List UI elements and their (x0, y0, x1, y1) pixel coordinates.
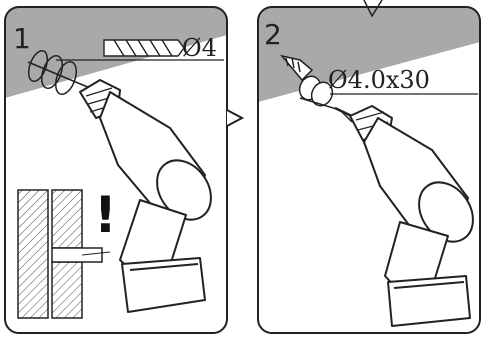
drill-diameter-label: Ø4 (182, 34, 217, 62)
warning-mark: ! (94, 186, 117, 244)
anchor-size-label: Ø4.0x30 (328, 66, 430, 94)
callout-tail (227, 110, 242, 126)
power-drill-icon (335, 106, 484, 326)
panel-step-2: 2 Ø4.0x30 (258, 0, 484, 333)
drill-bit-symbol-icon (104, 40, 184, 56)
step-number: 1 (13, 22, 31, 55)
step-number: 2 (264, 18, 282, 51)
panel-step-1: 1 Ø4 ! (5, 7, 242, 333)
